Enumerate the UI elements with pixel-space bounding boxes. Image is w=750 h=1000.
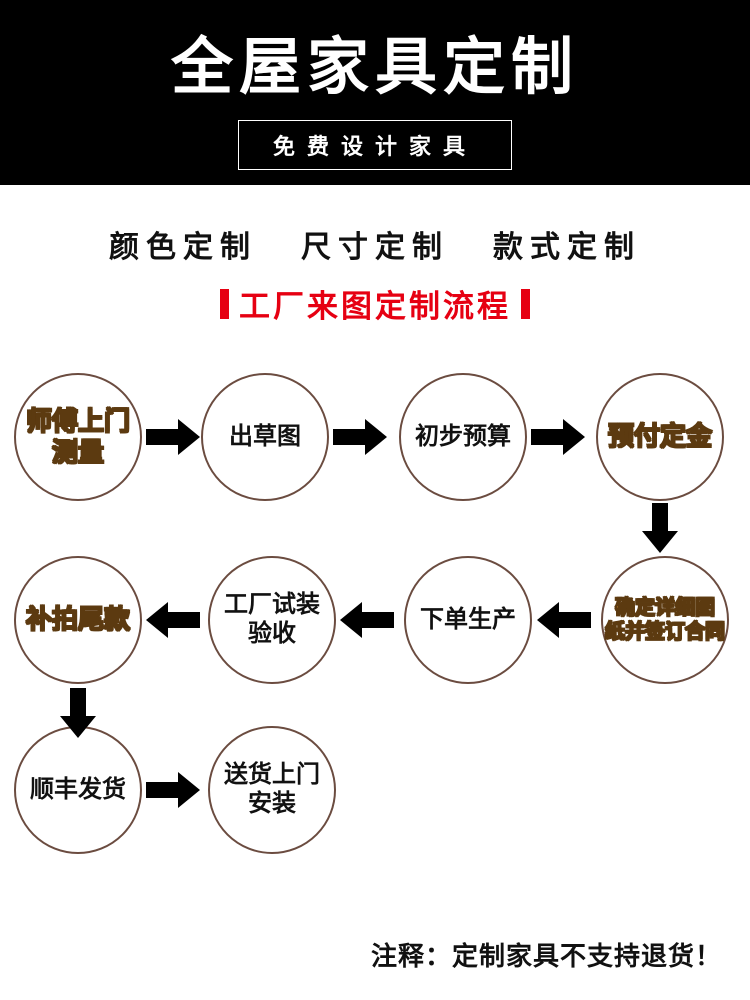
arrow-right-icon xyxy=(333,419,387,455)
step-onsite-measurement: 师傅上门 测量 xyxy=(14,373,142,501)
step-home-delivery-install: 送货上门 安装 xyxy=(208,726,336,854)
step-sf-shipping: 顺丰发货 xyxy=(14,726,142,854)
step-label: 预付定金 xyxy=(607,421,712,452)
arrow-right-icon xyxy=(146,419,200,455)
page-title: 全屋家具定制 xyxy=(170,33,579,102)
header-banner: 全屋家具定制 免费设计家具 xyxy=(0,0,750,185)
red-accent-bar-right xyxy=(521,288,530,319)
step-label: 补拍尾款 xyxy=(25,604,130,635)
feature-size: 尺寸定制 xyxy=(301,231,449,264)
step-label: 下单生产 xyxy=(420,605,516,633)
step-label: 顺丰发货 xyxy=(30,775,126,803)
step-pay-deposit: 预付定金 xyxy=(596,373,724,501)
step-label: 师傅上门 测量 xyxy=(25,405,130,467)
step-label: 工厂试装 验收 xyxy=(224,591,320,647)
feature-list: 颜色定制 尺寸定制 款式定制 xyxy=(0,222,750,266)
step-confirm-drawings-sign-contract: 确定详细图 纸并签订合同 xyxy=(601,556,729,684)
subtitle-badge: 免费设计家具 xyxy=(237,120,512,170)
arrow-down-icon xyxy=(642,503,678,553)
arrow-right-icon xyxy=(531,419,585,455)
feature-color: 颜色定制 xyxy=(109,231,257,264)
red-accent-bar-left xyxy=(220,288,229,319)
arrow-left-icon xyxy=(146,602,200,638)
arrow-down-icon xyxy=(60,688,96,738)
step-order-production: 下单生产 xyxy=(404,556,532,684)
process-title: 工厂来图定制流程 xyxy=(0,281,750,326)
step-label: 初步预算 xyxy=(415,422,511,450)
step-label: 确定详细图 纸并签订合同 xyxy=(604,596,725,643)
step-label: 送货上门 安装 xyxy=(224,761,320,817)
no-return-note: 注释：定制家具不支持退货！ xyxy=(370,941,722,971)
feature-style: 款式定制 xyxy=(493,231,641,264)
arrow-right-icon xyxy=(146,772,200,808)
step-draft-drawing: 出草图 xyxy=(201,373,329,501)
arrow-left-icon xyxy=(340,602,394,638)
process-title-text: 工厂来图定制流程 xyxy=(239,289,511,324)
step-label: 出草图 xyxy=(229,422,301,450)
step-initial-estimate: 初步预算 xyxy=(399,373,527,501)
arrow-left-icon xyxy=(537,602,591,638)
step-final-payment: 补拍尾款 xyxy=(14,556,142,684)
step-factory-trial-assembly: 工厂试装 验收 xyxy=(208,556,336,684)
